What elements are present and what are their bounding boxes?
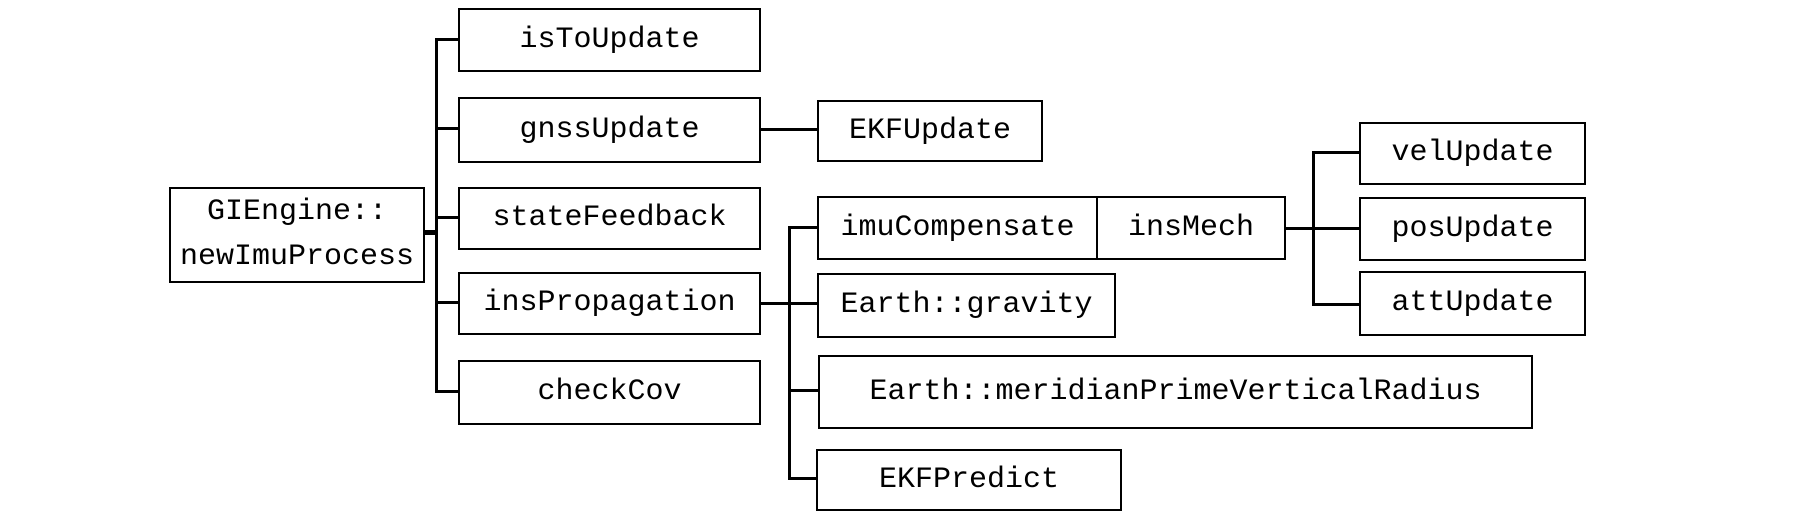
connector-stub-checkcov — [438, 390, 458, 393]
connector-insmech-branch — [1286, 227, 1314, 230]
connector-stub-istoupdate — [438, 38, 458, 41]
node-istoupdate: isToUpdate — [458, 8, 761, 72]
connector-gnssupdate-ekfupdate — [761, 128, 817, 131]
node-posupdate: posUpdate — [1359, 197, 1586, 261]
node-gnssupdate: gnssUpdate — [458, 97, 761, 163]
connector-stub-statefeedback — [438, 216, 458, 219]
node-velupdate: velUpdate — [1359, 122, 1586, 185]
node-ekfupdate: EKFUpdate — [817, 100, 1043, 162]
connector-stub-posupdate — [1315, 227, 1359, 230]
node-giengine-newimuprocess: GIEngine:: newImuProcess — [169, 187, 425, 283]
connector-stub-attupdate — [1315, 303, 1359, 306]
connector-insmech-trunk — [1312, 151, 1315, 306]
node-earth-gravity: Earth::gravity — [817, 273, 1116, 338]
connector-inspropagation-trunk — [788, 226, 791, 480]
connector-root-trunk — [435, 38, 438, 393]
connector-stub-earth-meridian — [791, 389, 818, 392]
node-attupdate: attUpdate — [1359, 271, 1586, 336]
node-imucompensate: imuCompensate — [817, 196, 1098, 260]
connector-stub-imucompensate — [791, 226, 817, 229]
node-inspropagation: insPropagation — [458, 272, 761, 335]
node-checkcov: checkCov — [458, 360, 761, 425]
connector-stub-velupdate — [1315, 151, 1359, 154]
connector-root-stub — [423, 230, 437, 235]
node-ekfpredict: EKFPredict — [816, 449, 1122, 511]
connector-stub-inspropagation — [438, 301, 458, 304]
connector-stub-ekfpredict — [791, 477, 816, 480]
node-statefeedback: stateFeedback — [458, 187, 761, 250]
node-insmech: insMech — [1096, 196, 1286, 260]
connector-stub-gnssupdate — [438, 127, 458, 130]
node-earth-meridianprimeverticalradius: Earth::meridianPrimeVerticalRadius — [818, 355, 1533, 429]
